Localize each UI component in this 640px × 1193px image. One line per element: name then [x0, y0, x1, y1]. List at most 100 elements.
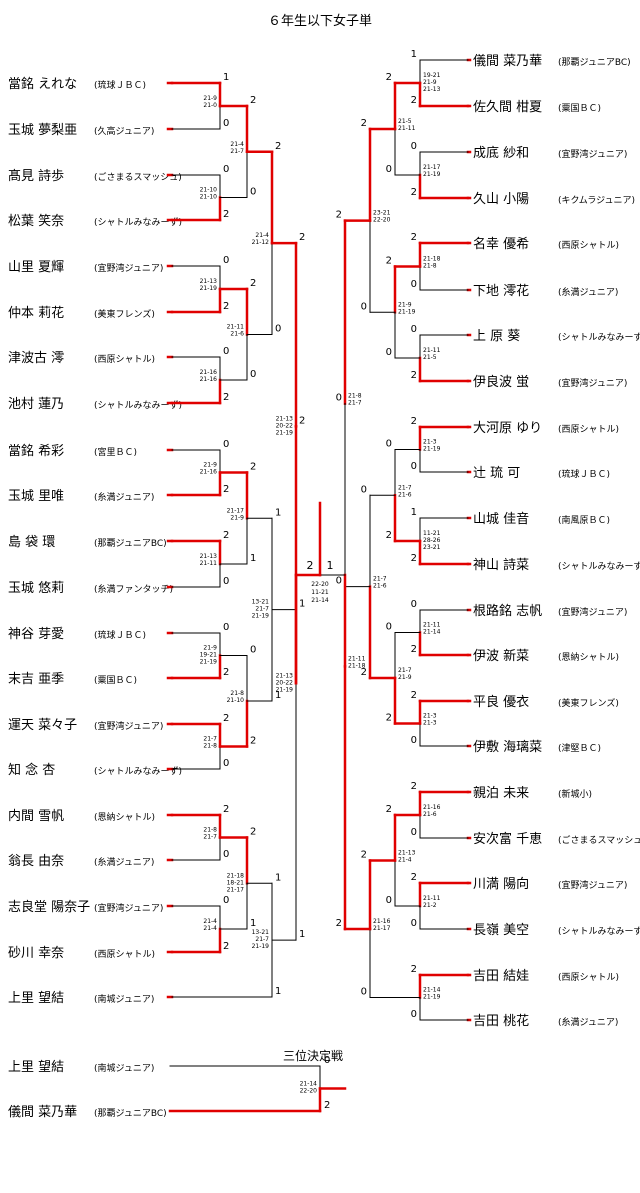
right-player-team: (南風原ＢＣ): [558, 514, 610, 526]
left-player-team: (那覇ジュニアBC): [94, 538, 167, 549]
match-score: 0: [411, 461, 417, 472]
game-score: 21-13: [276, 415, 294, 422]
right-player-name: 平良 優衣: [473, 694, 529, 710]
game-score: 21-6: [423, 811, 437, 818]
right-player-team: (西原シャトル): [558, 240, 619, 251]
left-player-team: (宜野湾ジュニア): [94, 720, 163, 732]
game-score: 23-21: [423, 544, 441, 551]
match-score: 0: [250, 645, 256, 656]
match-score: 0: [250, 369, 256, 380]
right-player-team: (糸満ジュニア): [558, 1016, 618, 1028]
match-score: 2: [223, 392, 229, 403]
match-score: 1: [223, 72, 229, 83]
match-score: 2: [411, 232, 417, 243]
game-score: 21-11: [200, 560, 218, 567]
game-score: 21-13: [423, 86, 441, 93]
left-player-team: (宜野湾ジュニア): [94, 262, 163, 274]
game-score: 21-16: [200, 469, 218, 476]
game-score: 21-11: [423, 622, 441, 629]
match-score: 0: [336, 393, 342, 404]
match-score: 1: [299, 929, 305, 940]
game-score: 21-16: [373, 918, 391, 925]
right-player-team: (美東フレンズ): [558, 697, 619, 709]
game-score: 21-19: [252, 943, 270, 950]
game-score: 21-19: [423, 446, 441, 453]
game-score: 21-12: [252, 239, 270, 246]
match-score: 1: [275, 507, 281, 518]
match-score: 2: [386, 804, 392, 815]
right-player-team: (西原シャトル): [558, 972, 619, 983]
game-score: 21-7: [255, 936, 269, 943]
left-player-name: 當銘 希彩: [8, 444, 64, 459]
game-score: 21-19: [276, 429, 294, 436]
game-score: 21-17: [373, 925, 391, 932]
game-score: 21-11: [398, 125, 416, 132]
match-score: 2: [361, 118, 367, 129]
game-score: 21-14: [300, 1081, 318, 1088]
match-score: 2: [411, 781, 417, 792]
game-score: 21-0: [203, 102, 217, 109]
game-score: 21-16: [200, 376, 218, 383]
game-score: 21-4: [230, 141, 244, 148]
match-score: 2: [275, 141, 281, 152]
left-player-name: 玉城 悠莉: [8, 581, 64, 596]
match-score: 1: [275, 986, 281, 997]
right-player-name: 川満 陽向: [473, 876, 529, 892]
match-score: 0: [223, 346, 229, 357]
match-score: 2: [223, 484, 229, 495]
right-player-team: (琉球ＪＢＣ): [558, 468, 610, 480]
left-player-team: (南城ジュニア): [94, 993, 154, 1005]
third-place-player-team: (南城ジュニア): [94, 1062, 154, 1074]
match-score: 2: [324, 1100, 330, 1111]
match-score: 2: [411, 187, 417, 198]
match-score: 2: [223, 804, 229, 815]
match-score: 2: [386, 256, 392, 267]
game-score: 21-7: [348, 400, 362, 407]
match-score: 0: [361, 987, 367, 998]
match-score: 2: [411, 553, 417, 564]
match-score: 1: [411, 49, 417, 60]
game-score: 21-7: [398, 667, 412, 674]
left-player-team: (糸満ジュニア): [94, 856, 154, 868]
game-score: 21-5: [398, 118, 412, 125]
third-place-player-name: 儀間 菜乃華: [8, 1105, 77, 1120]
right-player-team: (粟国ＢＣ): [558, 103, 601, 114]
game-score: 13-21: [252, 599, 270, 606]
game-score: 21-14: [423, 987, 441, 994]
game-score: 21-17: [227, 886, 245, 893]
game-score: 21-19: [252, 613, 270, 620]
game-score: 21-6: [230, 331, 244, 338]
match-score: 2: [223, 667, 229, 678]
right-player-team: (キクムラジュニア): [558, 195, 635, 206]
left-player-name: 島 袋 環: [8, 535, 55, 550]
right-player-name: 安次富 千恵: [473, 831, 542, 847]
match-score: 0: [223, 758, 229, 769]
third-place-title: 三位決定戦: [283, 1049, 344, 1063]
game-score: 21-10: [200, 194, 218, 201]
right-player-name: 名幸 優希: [473, 236, 529, 252]
third-place-player-team: (那覇ジュニアBC): [94, 1108, 167, 1119]
game-score: 21-8: [203, 827, 217, 834]
game-score: 21-19: [200, 659, 218, 666]
game-score: 22-20: [300, 1088, 318, 1095]
match-score: 0: [386, 164, 392, 175]
game-score: 21-3: [423, 713, 437, 720]
match-score: 2: [223, 941, 229, 952]
game-score: 21-4: [203, 925, 217, 932]
match-score: 1: [275, 872, 281, 883]
game-score: 22-20: [311, 581, 329, 588]
game-score: 21-16: [423, 804, 441, 811]
match-score: 0: [411, 599, 417, 610]
page-title: ６年生以下女子単: [267, 14, 372, 29]
right-player-name: 佐久間 柑夏: [473, 100, 542, 115]
game-score: 21-4: [398, 857, 412, 864]
right-player-name: 上 原 葵: [473, 329, 520, 344]
left-player-name: 仲本 莉花: [8, 305, 64, 321]
game-score: 23-21: [373, 210, 391, 217]
game-score: 21-8: [203, 743, 217, 750]
right-player-name: 成底 紗和: [473, 145, 529, 161]
match-score: 2: [411, 370, 417, 381]
final-score: 1: [327, 559, 334, 572]
right-player-team: (那覇ジュニアBC): [558, 57, 631, 68]
